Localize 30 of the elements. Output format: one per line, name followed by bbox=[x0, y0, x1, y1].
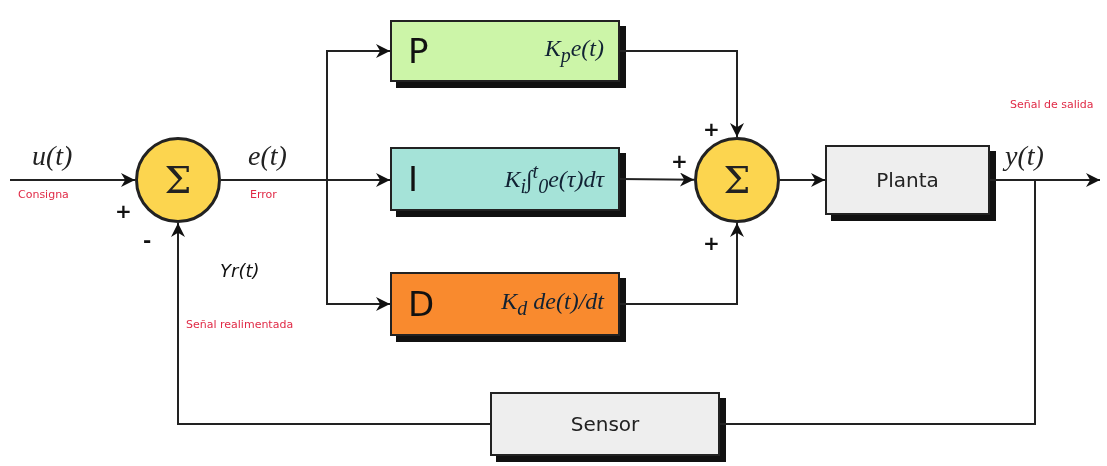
block-letter: P bbox=[408, 31, 429, 71]
block-letter: D bbox=[408, 284, 435, 324]
sigma-symbol: Σ bbox=[164, 158, 192, 202]
arrow bbox=[171, 222, 491, 425]
arrow bbox=[619, 172, 695, 187]
block-label: Planta bbox=[876, 168, 939, 192]
signal-label: e(t) bbox=[248, 140, 287, 172]
formula: K$_{p}$e(t) bbox=[544, 35, 604, 67]
sign: + bbox=[671, 149, 688, 173]
arrow bbox=[619, 50, 744, 138]
signal-caption: Consigna bbox=[18, 188, 69, 201]
signal-caption: Señal realimentada bbox=[186, 318, 294, 331]
arrow bbox=[779, 173, 826, 187]
signal-label: Yr(t) bbox=[220, 260, 260, 281]
signal-label: u(t) bbox=[32, 140, 73, 172]
block-label: Sensor bbox=[570, 412, 640, 436]
sign: + bbox=[703, 231, 720, 255]
sign: + bbox=[703, 117, 720, 141]
block-letter: I bbox=[408, 159, 419, 199]
connector-line bbox=[719, 179, 1036, 425]
arrow bbox=[9, 173, 136, 187]
sign: - bbox=[143, 228, 152, 252]
arrow bbox=[619, 222, 744, 305]
arrow bbox=[220, 179, 391, 311]
sigma-symbol: Σ bbox=[723, 158, 751, 202]
signal-caption: Error bbox=[250, 188, 277, 201]
signal-caption: Señal de salida bbox=[1010, 98, 1094, 111]
formula: K$_{d}$ de(t)/dt bbox=[501, 288, 604, 320]
formula: K$_{i}$∫$^{t}$$_{0}$e(τ)dτ bbox=[504, 160, 604, 198]
sign: + bbox=[115, 199, 132, 223]
